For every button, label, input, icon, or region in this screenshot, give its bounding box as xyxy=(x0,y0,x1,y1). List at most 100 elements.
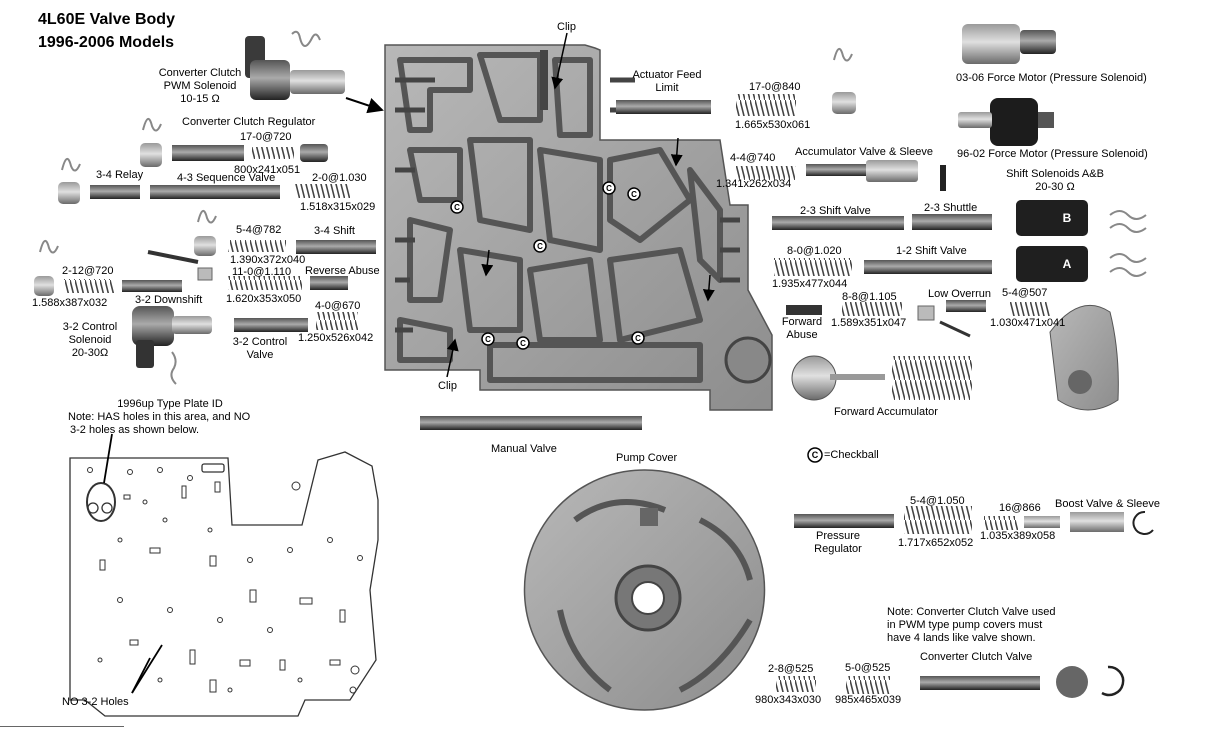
spring-28-525-label: 2-8@525 xyxy=(768,663,814,675)
spring-4-0-label: 4-0@670 xyxy=(315,300,361,312)
actuator-feed-label-2: Limit xyxy=(655,82,679,94)
spec-1589-label: 1.589x351x047 xyxy=(831,317,907,329)
forward-accumulator-label: Forward Accumulator xyxy=(834,406,938,418)
pump-cover-label: Pump Cover xyxy=(616,452,678,464)
manual-valve-label: Manual Valve xyxy=(491,443,557,455)
shift-34-label: 3-4 Shift xyxy=(314,225,355,237)
shift-23-label: 2-3 Shift Valve xyxy=(800,205,871,217)
force-motor-9602-label: 96-02 Force Motor (Pressure Solenoid) xyxy=(957,148,1148,160)
forward-abuse-label-2: Abuse xyxy=(786,329,818,341)
spring-8-0-label: 8-0@1.020 xyxy=(787,245,842,257)
spring-17-840-label: 17-0@840 xyxy=(749,81,801,93)
spring-5-0-label: 5-0@525 xyxy=(845,662,891,674)
forward-accumulator-image xyxy=(791,355,972,401)
ccpwm-label-1: Converter Clutch xyxy=(158,67,242,79)
cc-note-label-2: in PWM type pump covers must xyxy=(887,619,1043,631)
cv32-label-2: Valve xyxy=(246,349,274,361)
bottom-rule xyxy=(0,726,124,727)
pump-cover-image xyxy=(523,469,766,711)
force-motor-0306-image xyxy=(962,24,1056,64)
checkball-marker: C xyxy=(606,184,612,193)
spec-1030-label: 1.030x471x041 xyxy=(990,317,1066,329)
spec-1390-label: 1.390x372x040 xyxy=(230,254,306,266)
spring-2-12-label: 2-12@720 xyxy=(62,265,114,277)
shift-solenoids-label-2: 20-30 Ω xyxy=(1035,181,1075,193)
reverse-abuse-label: Reverse Abuse xyxy=(305,265,380,277)
relay-34-label: 3-4 Relay xyxy=(96,169,144,181)
shuttle-23-label: 2-3 Shuttle xyxy=(924,202,978,214)
checkball-legend-label: =Checkball xyxy=(824,449,879,461)
separator-plate-holes xyxy=(87,467,363,694)
spec-1620-label: 1.620x353x050 xyxy=(226,293,302,305)
shift-12-label: 1-2 Shift Valve xyxy=(896,245,967,257)
downshift-32-label: 3-2 Downshift xyxy=(135,294,203,306)
checkball-marker: C xyxy=(454,203,460,212)
actuator-feed-label-1: Actuator Feed xyxy=(632,69,702,81)
shift-solenoids-label-1: Shift Solenoids A&B xyxy=(1006,168,1104,180)
spring-2-0-label: 2-0@1.030 xyxy=(312,172,367,184)
cc-reg-valve xyxy=(172,145,244,161)
ccpwm-label-3: 10-15 Ω xyxy=(180,93,220,105)
cc-regulator-label: Converter Clutch Regulator xyxy=(182,116,316,128)
force-motor-9602-image xyxy=(958,98,1054,146)
spring-11-0-label: 11-0@1.110 xyxy=(232,266,292,278)
cc-note-label-3: have 4 lands like valve shown. xyxy=(887,632,1036,644)
spec-1935-label: 1.935x477x044 xyxy=(772,278,848,290)
shift-solenoid-b-image xyxy=(1016,200,1088,236)
forward-abuse-label-1: Forward xyxy=(781,316,823,328)
ccpwm-solenoid-image xyxy=(245,30,345,100)
spec-800-label: 800x241x051 xyxy=(234,164,301,176)
no-32-holes-label: NO 3-2 Holes xyxy=(62,696,129,708)
checkball-marker: C xyxy=(635,334,641,343)
spec-1341-label: 1.341x262x034 xyxy=(716,178,792,190)
spec-1250-label: 1.250x526x042 xyxy=(298,332,374,344)
seq-43-label: 4-3 Sequence Valve xyxy=(177,172,276,184)
cs32-label-2: Solenoid xyxy=(68,334,112,346)
spring-16-866-label: 16@866 xyxy=(999,502,1041,514)
checkball-marker: C xyxy=(520,339,526,348)
cs32-solenoid-image xyxy=(132,306,212,385)
separator-plate xyxy=(69,451,379,717)
diagram-subtitle: 1996-2006 Models xyxy=(38,34,175,51)
cc-note-label-1: Note: Converter Clutch Valve used xyxy=(887,606,1056,618)
accumulator-valve-label: Accumulator Valve & Sleeve xyxy=(795,146,933,158)
valve-body-casting xyxy=(384,44,773,411)
boost-valve-label: Boost Valve & Sleeve xyxy=(1055,498,1160,510)
spec-1518-label: 1.518x315x029 xyxy=(300,201,376,213)
force-motor-0306-label: 03-06 Force Motor (Pressure Solenoid) xyxy=(956,72,1147,84)
cs32-label-3: 20-30Ω xyxy=(71,347,109,359)
spec-1588-label: 1.588x387x032 xyxy=(32,297,108,309)
spec-985-label: 985x465x039 xyxy=(835,694,902,706)
manual-valve-image xyxy=(420,416,642,430)
low-overrun-label: Low Overrun xyxy=(928,288,991,300)
solenoid-b-letter: B xyxy=(1062,211,1072,225)
checkball-marker: C xyxy=(485,335,491,344)
spring-54-1050-label: 5-4@1.050 xyxy=(910,495,965,507)
spring-54-507-label: 5-4@507 xyxy=(1002,287,1048,299)
cc-reg-spring xyxy=(252,147,294,159)
plate-id-label-1: 1996up Type Plate ID xyxy=(117,398,223,410)
cc-valve-label: Converter Clutch Valve xyxy=(920,651,1033,663)
pressure-regulator-label-1: Pressure xyxy=(815,530,861,542)
spring-44-740-label: 4-4@740 xyxy=(730,152,776,164)
checkball-marker: C xyxy=(631,190,637,199)
plate-id-label-2: Note: HAS holes in this area, and NO xyxy=(68,411,251,423)
spec-1717-label: 1.717x652x052 xyxy=(898,537,974,549)
ccpwm-label-2: PWM Solenoid xyxy=(163,80,237,92)
pressure-regulator-label-2: Regulator xyxy=(814,543,862,555)
spec-980-label: 980x343x030 xyxy=(755,694,822,706)
clip-label-top: Clip xyxy=(557,21,576,33)
diagram-title: 4L60E Valve Body xyxy=(38,11,175,28)
checkballs xyxy=(450,181,645,350)
spring-54-782-label: 5-4@782 xyxy=(236,224,282,236)
plate-id-label-3: 3-2 holes as shown below. xyxy=(70,424,200,436)
spring-8-8-label: 8-8@1.105 xyxy=(842,291,897,303)
cc-reg-plug xyxy=(140,143,162,167)
cs32-label-1: 3-2 Control xyxy=(62,321,118,333)
clip-label-bottom: Clip xyxy=(438,380,457,392)
solenoid-a-letter: A xyxy=(1062,257,1072,271)
checkball-marker: C xyxy=(537,242,543,251)
cv32-label-1: 3-2 Control xyxy=(232,336,288,348)
cc-reg-sleeve xyxy=(300,144,328,162)
